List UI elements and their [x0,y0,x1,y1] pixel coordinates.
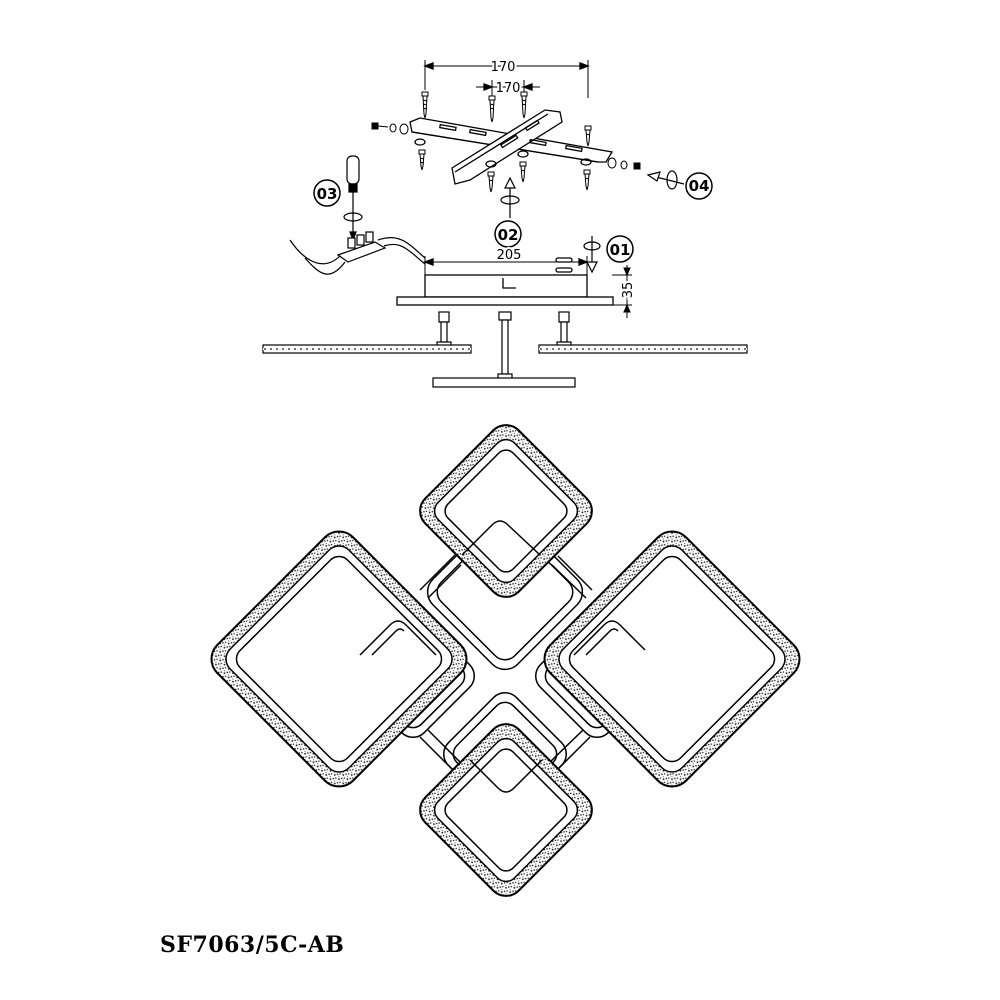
ring-left [210,530,468,788]
step-02-badge: 02 [494,220,522,248]
fixture-side-view [262,311,748,388]
side-bolt-right [607,157,641,170]
step-04-label: 04 [689,177,710,195]
screwdriver-icon [343,155,363,242]
step-04-badge: 04 [685,172,713,200]
rotate-arrow-icon [500,176,520,218]
fixture-plan-view [210,424,801,897]
step-03-label: 03 [317,185,338,203]
step-02-label: 02 [498,226,519,244]
step-03-badge: 03 [313,179,341,207]
dimension-inner-width: 170 [496,81,521,96]
ring-right [543,530,801,788]
model-code: SF7063/5C-AB [160,932,345,958]
step-01-badge: 01 [606,235,634,263]
dimension-canopy-height: 35 [621,282,636,299]
connector-arms-overlay [359,520,646,793]
rotate-arrow-icon [646,170,685,190]
rotate-arrow-icon [583,236,601,274]
side-bolt-left [371,122,409,135]
canopy [396,256,614,306]
dimension-outer-width: 170 [491,60,516,75]
ring-top [419,424,593,598]
ring-bottom [419,723,593,897]
terminal-block-icon [289,231,426,275]
dimension-canopy-width: 205 [497,248,522,263]
mounting-bracket-group [409,60,614,185]
screw-icon [418,91,592,193]
height-dimension [612,265,632,318]
step-01-label: 01 [610,241,631,259]
